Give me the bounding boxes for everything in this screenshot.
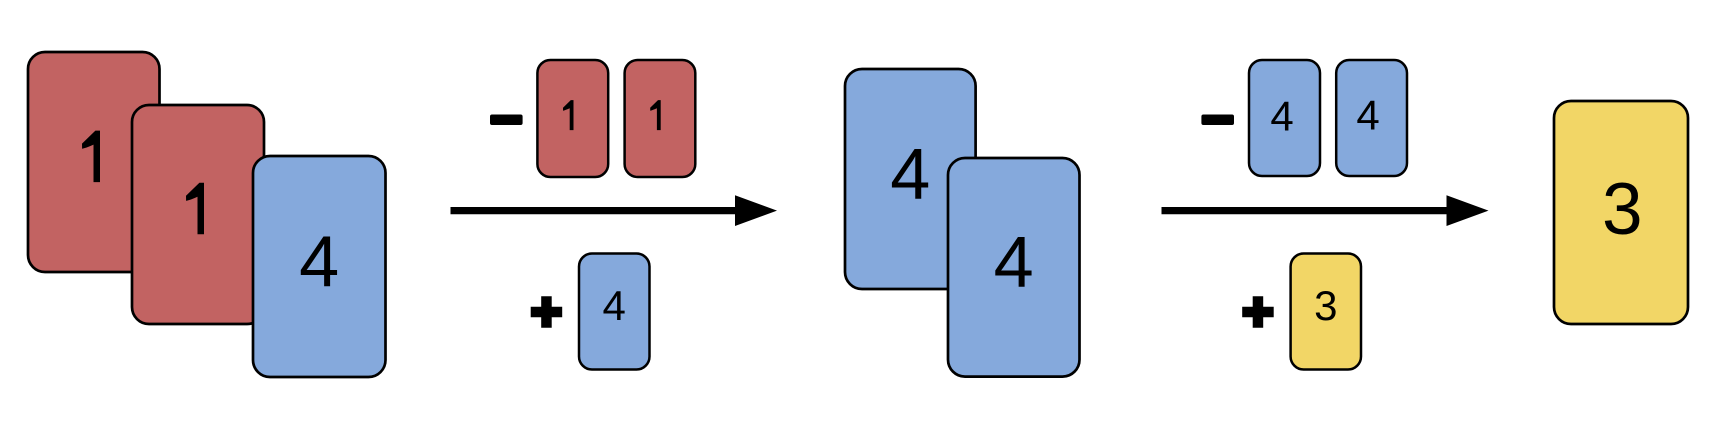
svg-text:4: 4 [890, 135, 930, 215]
svg-text:3: 3 [1314, 282, 1337, 329]
svg-text:4: 4 [299, 222, 339, 302]
svg-text:3: 3 [1602, 169, 1643, 250]
svg-text:4: 4 [994, 223, 1034, 303]
svg-text:4: 4 [1356, 92, 1379, 139]
svg-text:4: 4 [603, 282, 626, 329]
svg-text:4: 4 [1270, 92, 1293, 139]
